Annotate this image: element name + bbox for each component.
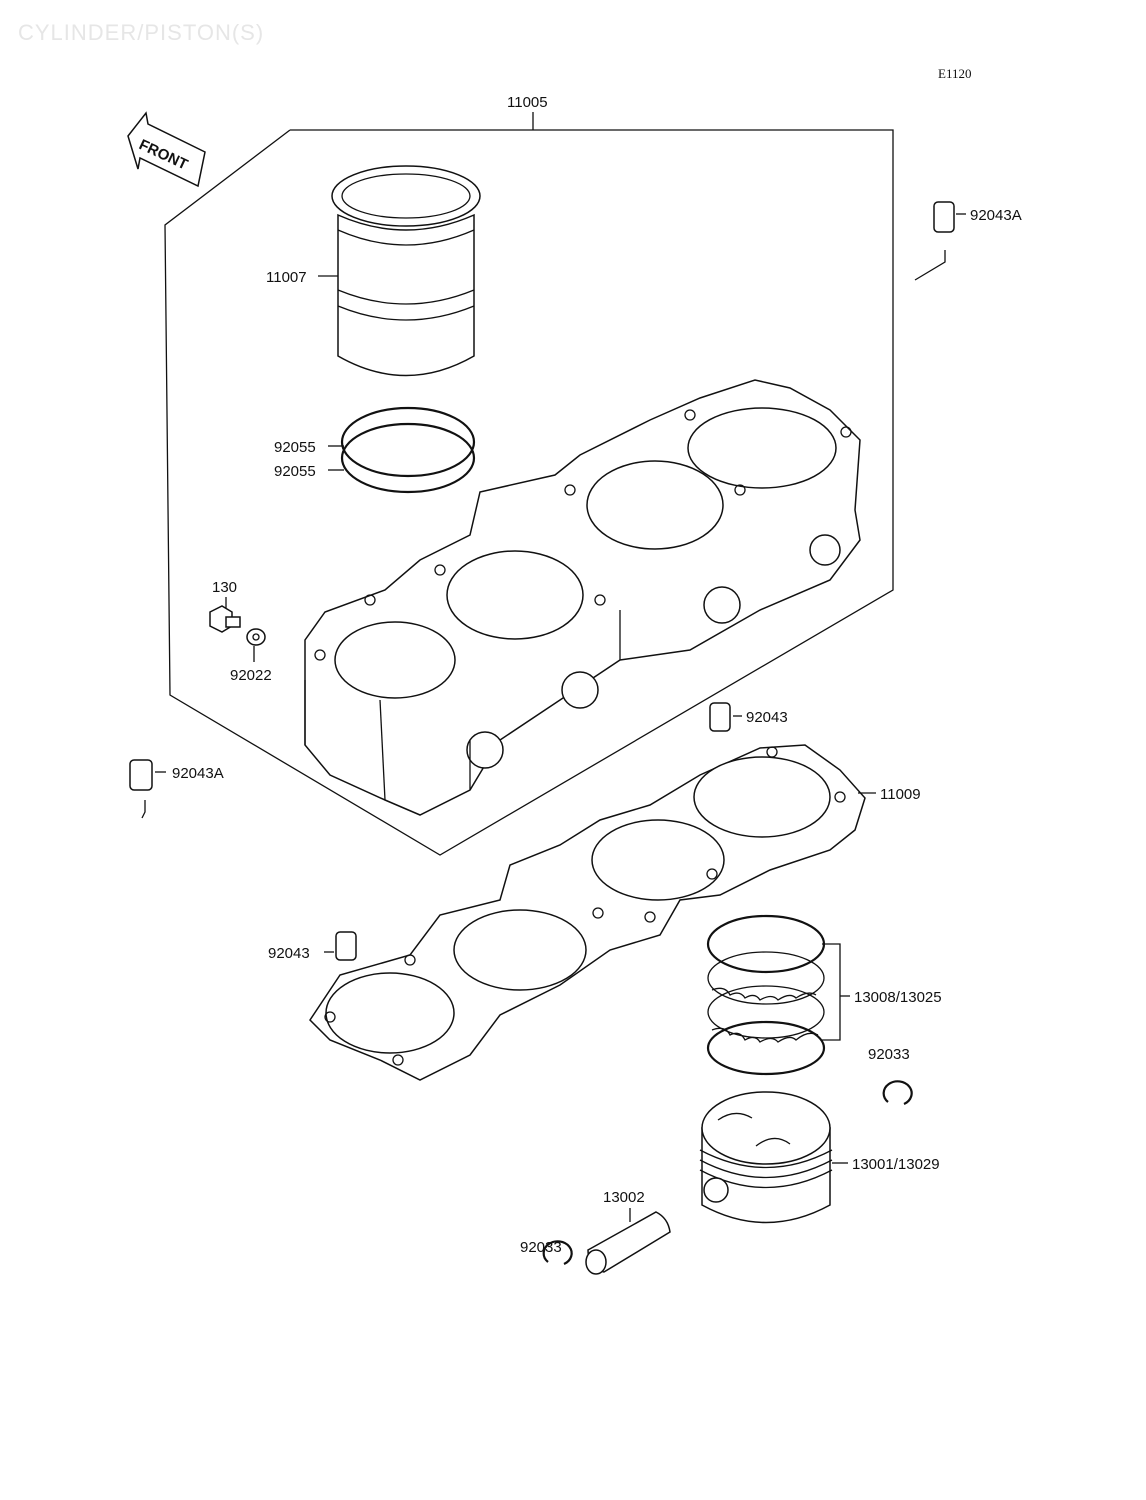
- circlip-92033-left: [542, 1240, 573, 1266]
- dowel-pin-92043-mid: [709, 702, 742, 732]
- part-label-92033-right: 92033: [868, 1046, 910, 1063]
- piston-13001: [699, 1091, 848, 1224]
- o-rings-92055: [328, 406, 476, 494]
- cylinder-block: [304, 379, 861, 816]
- part-label-13008: 13008/13025: [854, 989, 942, 1006]
- cylinder-liner-11007: [318, 165, 481, 377]
- assembly-outline-11005: [164, 112, 894, 856]
- piston-rings-13008: [706, 914, 850, 1076]
- part-label-92033-left: 92033: [520, 1239, 562, 1256]
- bolt-130: [209, 597, 241, 633]
- dowel-pin-92043A-left: [129, 759, 166, 819]
- diagram-title-watermark: CYLINDER/PISTON(S): [18, 20, 265, 45]
- part-label-92043-mid: 92043: [746, 709, 788, 726]
- part-label-13002: 13002: [603, 1189, 645, 1206]
- diagram-code: E1120: [938, 66, 972, 81]
- part-label-92055-a: 92055: [274, 439, 316, 456]
- washer-92022: [246, 628, 266, 662]
- gasket-11009: [309, 744, 876, 1081]
- part-label-92022: 92022: [230, 667, 272, 684]
- dowel-pin-92043A-top: [914, 201, 966, 281]
- dowel-pin-92043-low: [324, 931, 357, 961]
- part-label-11005: 11005: [507, 94, 548, 111]
- part-label-92055-b: 92055: [274, 463, 316, 480]
- part-label-92043A-top: 92043A: [970, 207, 1022, 224]
- front-arrow-icon: FRONT: [127, 111, 206, 188]
- piston-pin-13002: [585, 1208, 671, 1275]
- part-label-92043A-left: 92043A: [172, 765, 224, 782]
- part-label-92043-low: 92043: [268, 945, 310, 962]
- part-label-130: 130: [212, 579, 237, 596]
- part-label-11007: 11007: [266, 269, 307, 286]
- circlip-92033-right: [882, 1080, 913, 1106]
- part-label-11009: 11009: [880, 786, 921, 803]
- part-label-13001: 13001/13029: [852, 1156, 940, 1173]
